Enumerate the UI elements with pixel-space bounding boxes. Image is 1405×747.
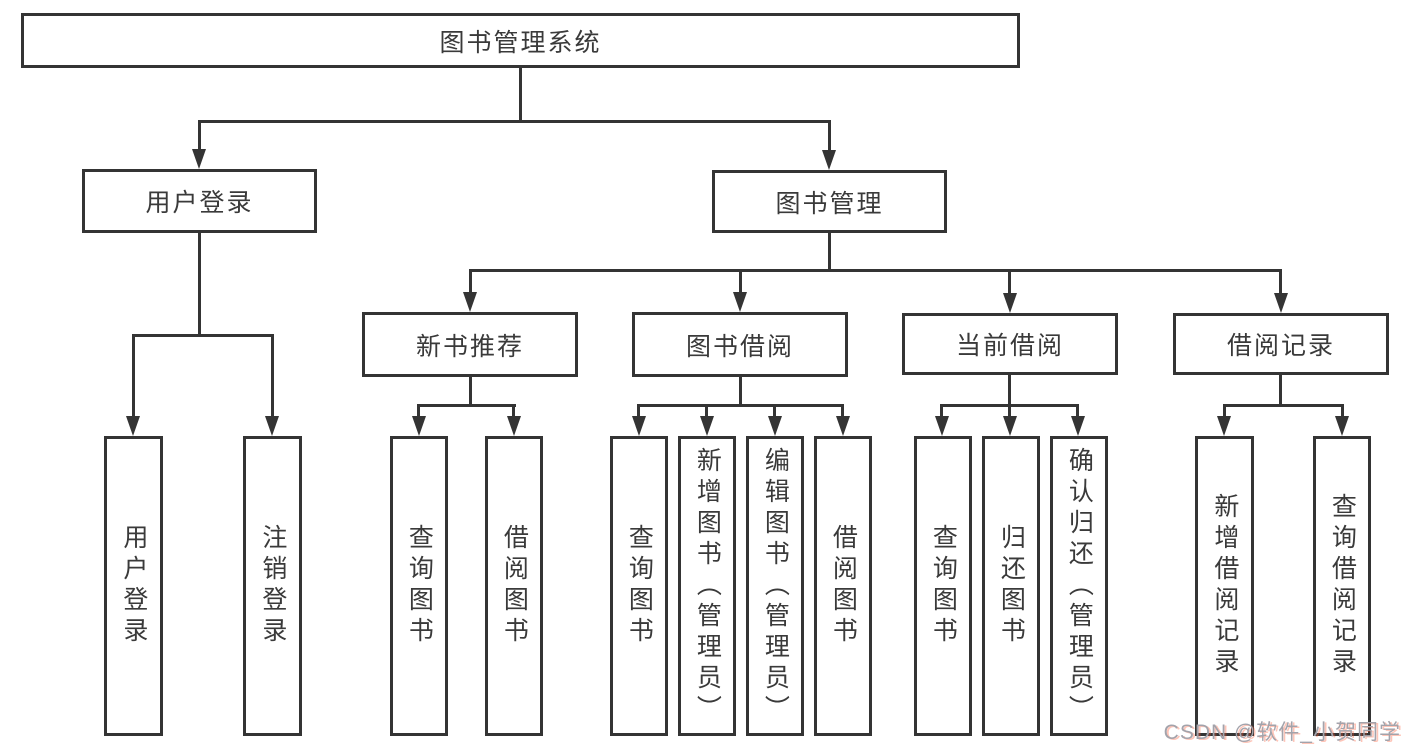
edge-drop-current-borrow	[1008, 269, 1011, 293]
edge-drop-leaf-logout	[271, 334, 274, 416]
leaf-query-books-2: 查询图书	[610, 436, 668, 736]
arrowhead-borrow-books-1	[507, 416, 521, 436]
arrowhead-add-record	[1217, 416, 1231, 436]
arrowhead-book-borrow	[733, 292, 747, 312]
leaf-user-login: 用户登录	[104, 436, 163, 736]
edge-borrow-record-bar	[1223, 404, 1344, 407]
node-book-borrow-label: 图书借阅	[685, 332, 794, 361]
node-user-login-label: 用户登录	[145, 189, 254, 217]
leaf-confirm-return: 确认归还（管理员）	[1050, 436, 1108, 736]
edge-new-rec-stem	[469, 377, 472, 407]
edge-drop-borrow-books-2	[841, 404, 844, 416]
edge-borrow-record-stem	[1279, 375, 1282, 407]
leaf-borrow-books-2-label: 借阅图书	[829, 524, 858, 648]
node-book-borrow: 图书借阅	[632, 312, 848, 377]
edge-book-borrow-stem	[739, 377, 742, 407]
arrowhead-query-books-3	[935, 416, 949, 436]
arrowhead-query-books-1	[412, 416, 426, 436]
node-user-login: 用户登录	[82, 169, 317, 233]
leaf-query-record: 查询借阅记录	[1313, 436, 1371, 736]
node-current-borrow: 当前借阅	[902, 313, 1118, 375]
arrowhead-borrow-record	[1274, 293, 1288, 313]
arrowhead-query-record	[1335, 416, 1349, 436]
edge-root-bar	[198, 120, 831, 123]
leaf-add-record: 新增借阅记录	[1195, 436, 1254, 736]
arrowhead-confirm-return	[1071, 416, 1085, 436]
leaf-logout: 注销登录	[243, 436, 302, 736]
leaf-add-book: 新增图书（管理员）	[678, 436, 736, 736]
arrowhead-leaf-user-login	[126, 416, 140, 436]
edge-new-rec-bar	[417, 404, 516, 407]
edge-drop-book-borrow	[739, 269, 742, 293]
edge-drop-borrow-books-1	[512, 404, 515, 416]
leaf-confirm-return-label: 确认归还（管理员）	[1065, 446, 1094, 726]
edge-user-login-stem	[198, 233, 201, 337]
edge-drop-query-books-3	[940, 404, 943, 416]
edge-root-stem	[519, 68, 522, 122]
leaf-return-book-label: 归还图书	[997, 524, 1026, 648]
edge-current-borrow-stem	[1008, 375, 1011, 407]
edge-drop-add-record	[1223, 404, 1226, 416]
edge-drop-book-mgmt	[828, 120, 831, 150]
edge-book-mgmt-stem	[828, 233, 831, 272]
node-root-label: 图书管理系统	[439, 28, 602, 57]
leaf-edit-book: 编辑图书（管理员）	[746, 436, 804, 736]
node-borrow-record: 借阅记录	[1173, 313, 1389, 375]
edge-user-login-bar	[132, 334, 274, 337]
node-current-borrow-label: 当前借阅	[955, 332, 1064, 360]
edge-drop-new-rec	[469, 269, 472, 293]
edge-drop-return-book	[1008, 404, 1011, 416]
arrowhead-return-book	[1003, 416, 1017, 436]
leaf-query-books-1: 查询图书	[390, 436, 448, 736]
leaf-edit-book-label: 编辑图书（管理员）	[761, 446, 790, 726]
node-new-rec: 新书推荐	[362, 312, 578, 377]
leaf-query-books-3: 查询图书	[914, 436, 972, 736]
edge-drop-add-book	[705, 404, 708, 416]
arrowhead-user-login	[192, 149, 206, 169]
edge-drop-query-books-2	[637, 404, 640, 416]
edge-drop-edit-book	[773, 404, 776, 416]
node-borrow-record-label: 借阅记录	[1226, 332, 1335, 360]
edge-drop-query-record	[1341, 404, 1344, 416]
leaf-logout-label: 注销登录	[258, 524, 287, 648]
arrowhead-leaf-logout	[265, 416, 279, 436]
arrowhead-book-mgmt	[822, 150, 836, 170]
edge-book-borrow-bar	[637, 404, 844, 407]
edge-drop-borrow-record	[1279, 269, 1282, 293]
arrowhead-edit-book	[768, 416, 782, 436]
edge-drop-query-books-1	[417, 404, 420, 416]
arrowhead-borrow-books-2	[836, 416, 850, 436]
edge-drop-user-login	[198, 120, 201, 150]
leaf-add-record-label: 新增借阅记录	[1210, 493, 1239, 679]
arrowhead-add-book	[700, 416, 714, 436]
node-book-mgmt: 图书管理	[712, 170, 947, 233]
leaf-query-books-1-label: 查询图书	[405, 524, 434, 648]
node-book-mgmt-label: 图书管理	[775, 189, 884, 218]
leaf-query-books-3-label: 查询图书	[929, 524, 958, 648]
edge-drop-confirm-return	[1076, 404, 1079, 416]
csdn-watermark: CSDN @软件_小贺同学	[1163, 721, 1401, 744]
leaf-return-book: 归还图书	[982, 436, 1040, 736]
leaf-borrow-books-1-label: 借阅图书	[500, 524, 529, 648]
leaf-add-book-label: 新增图书（管理员）	[693, 446, 722, 726]
edge-drop-leaf-user-login	[132, 334, 135, 416]
leaf-query-record-label: 查询借阅记录	[1328, 493, 1357, 679]
node-new-rec-label: 新书推荐	[415, 332, 524, 361]
node-root: 图书管理系统	[21, 13, 1020, 68]
arrowhead-current-borrow	[1003, 293, 1017, 313]
leaf-query-books-2-label: 查询图书	[625, 524, 654, 648]
leaf-user-login-label: 用户登录	[119, 524, 148, 648]
arrowhead-query-books-2	[632, 416, 646, 436]
arrowhead-new-rec	[463, 292, 477, 312]
leaf-borrow-books-1: 借阅图书	[485, 436, 543, 736]
leaf-borrow-books-2: 借阅图书	[814, 436, 872, 736]
edge-book-mgmt-bar	[469, 269, 1281, 272]
